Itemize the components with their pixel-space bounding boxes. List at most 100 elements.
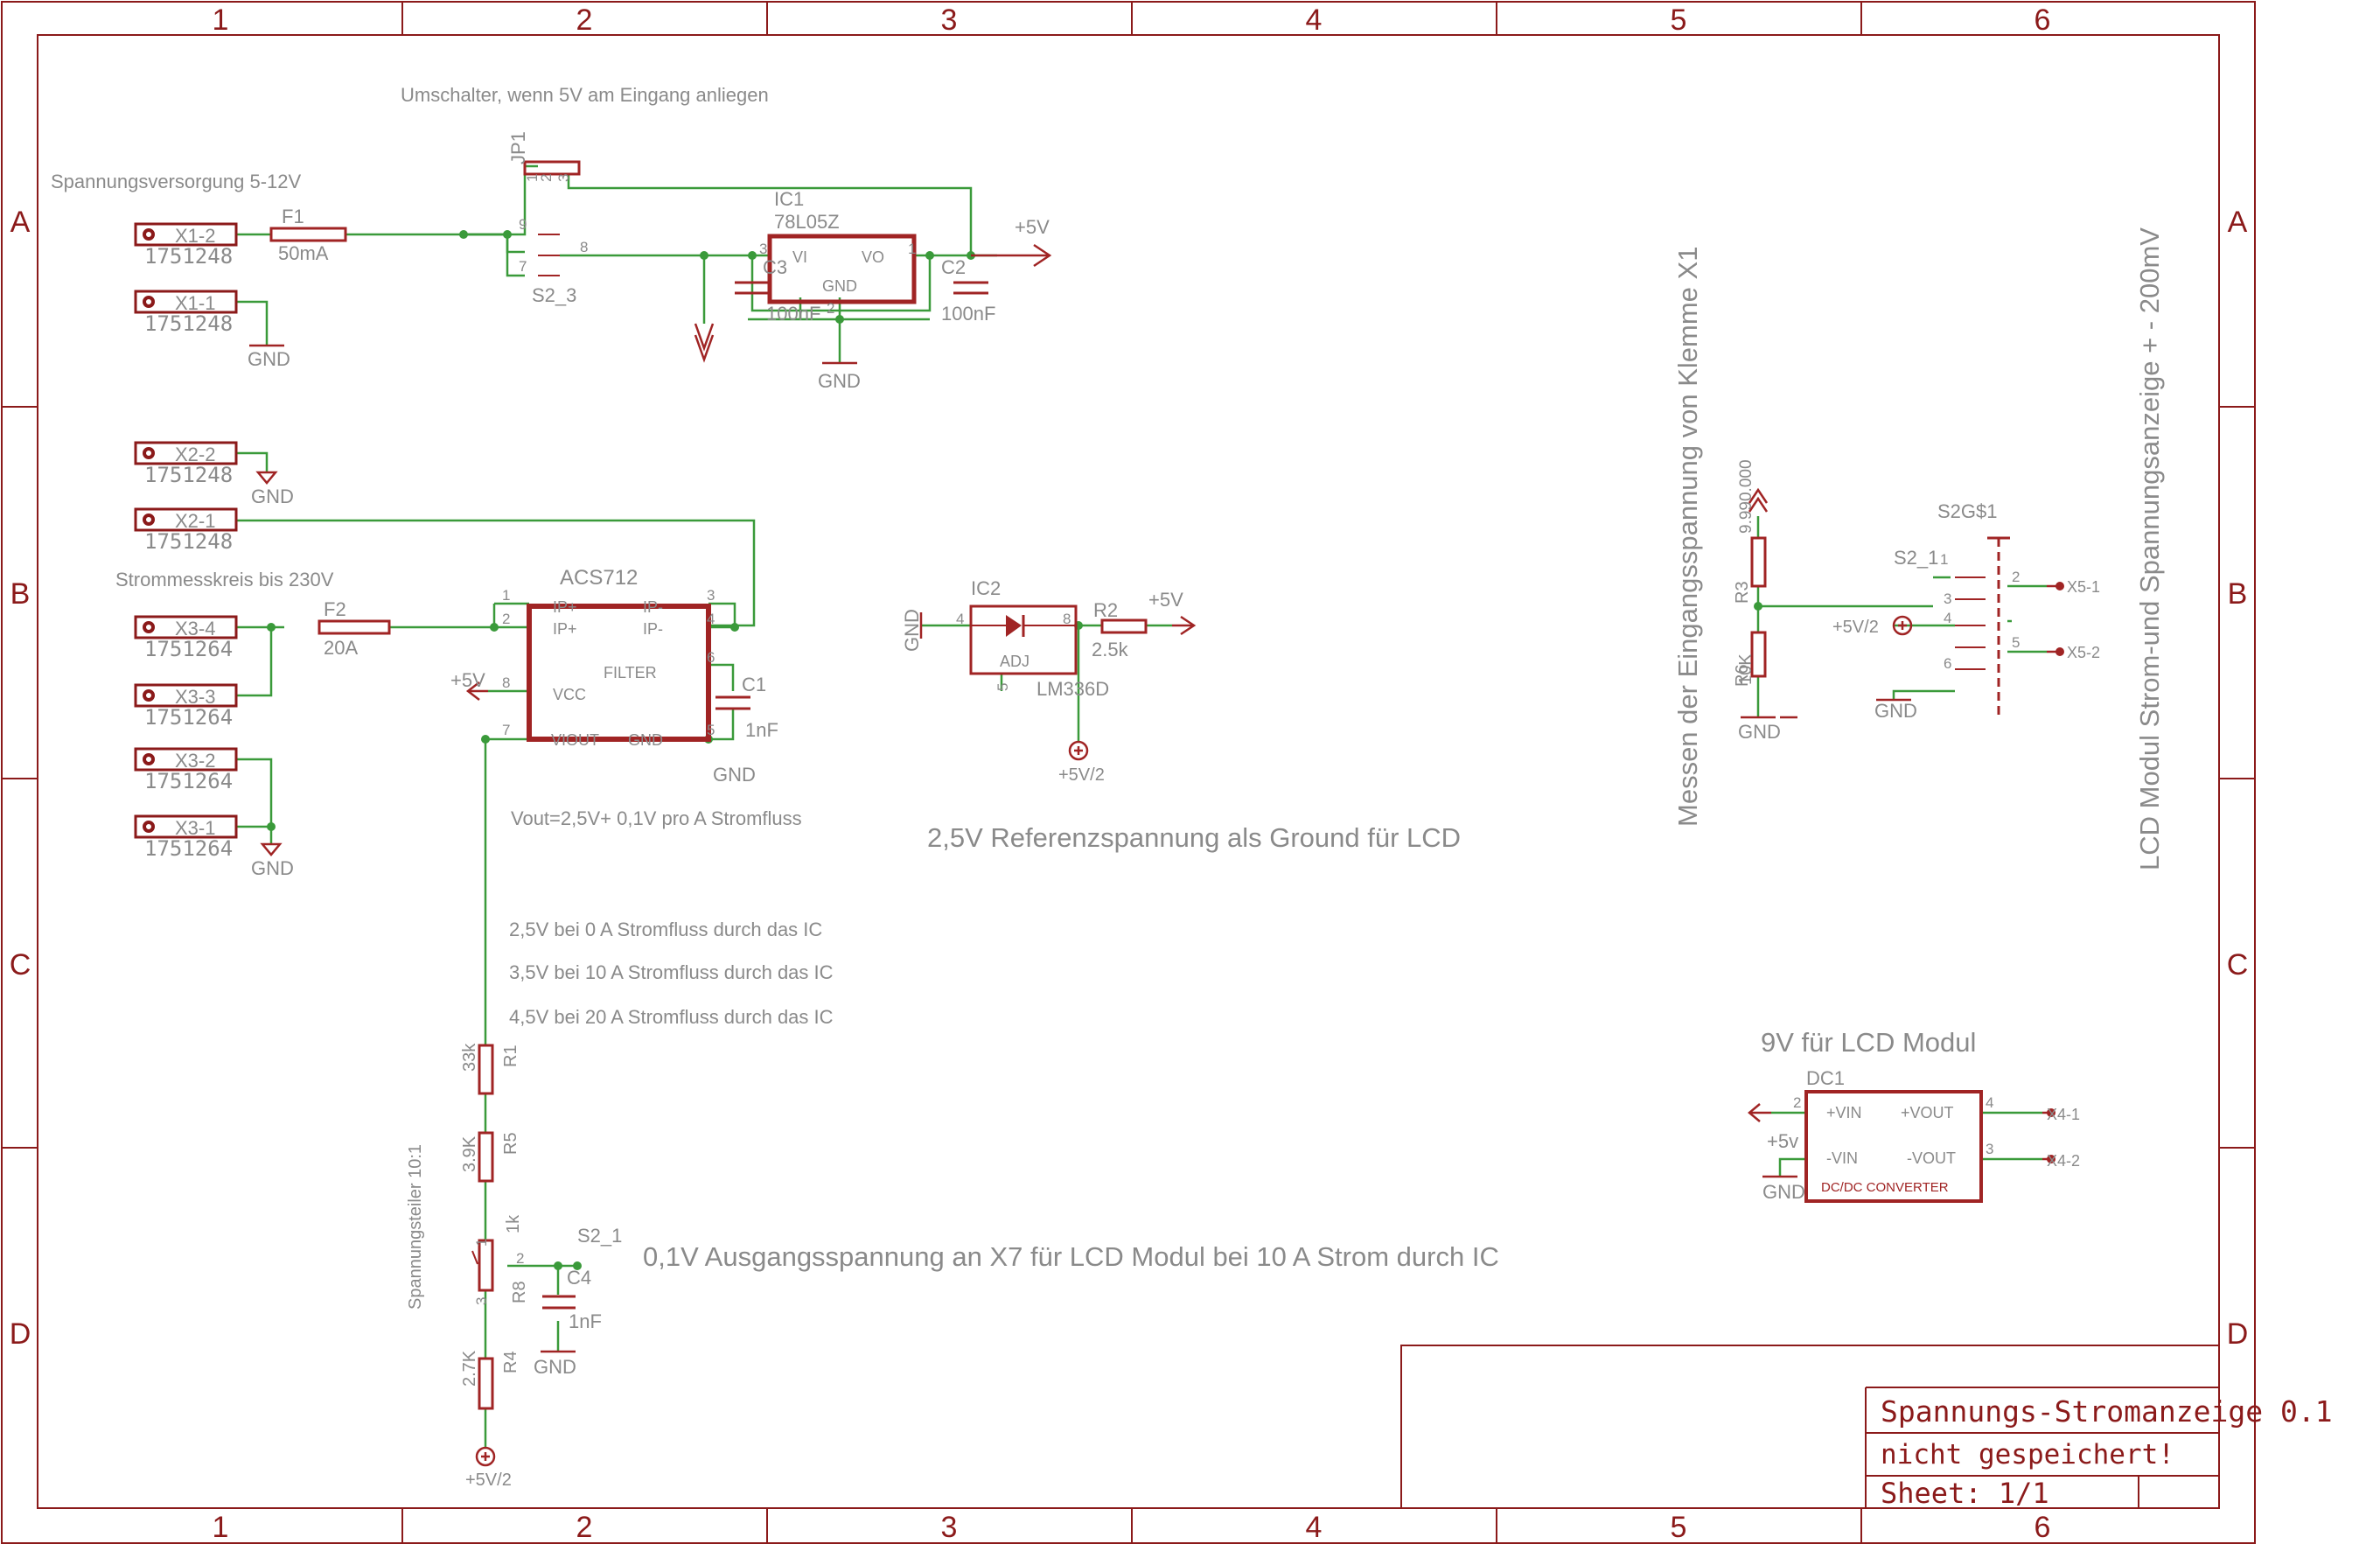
- notes: Umschalter, wenn 5V am Eingang anliegen …: [51, 84, 2165, 1310]
- col-label: 2: [576, 1511, 593, 1544]
- acs-pinnum: 8: [502, 674, 510, 691]
- r4-value: 2.7K: [460, 1350, 479, 1387]
- ic2-type: LM336D: [1036, 678, 1109, 700]
- connector-part: 1751248: [144, 311, 233, 336]
- row-label: B: [10, 577, 31, 611]
- col-label: 5: [1671, 1511, 1687, 1544]
- dc1-vout-m: -VOUT: [1907, 1149, 1956, 1167]
- switch-contacts: [471, 234, 1986, 1265]
- ic1-pin: 3: [759, 241, 767, 257]
- ic1-name: IC1: [774, 188, 804, 210]
- acs-pin: IP-: [643, 620, 663, 638]
- c1-name: C1: [742, 674, 766, 695]
- dc1-vin-p: +VIN: [1826, 1104, 1862, 1121]
- reference-note: 2,5V Referenzspannung als Ground für LCD: [927, 822, 1461, 853]
- gnd-label: GND: [248, 348, 290, 370]
- acs-pin: IP+: [553, 598, 577, 616]
- gnd-label: GND: [1738, 721, 1781, 743]
- frame-labels: 1 2 3 4 5 6 1 2 3 4 5 6 A B C D A B C D: [10, 3, 2249, 1544]
- c2-value: 100nF: [941, 303, 995, 325]
- s2-1-label: S2_1: [577, 1225, 622, 1247]
- v20a-note: 4,5V bei 20 A Stromfluss durch das IC: [509, 1006, 834, 1028]
- gnd-label: GND: [251, 857, 294, 879]
- gnd-label: GND: [1874, 700, 1917, 722]
- divider-note: Spannungsteiler 10:1: [406, 1144, 425, 1310]
- f1-value: 50mA: [278, 242, 329, 264]
- connector-part: 1751264: [144, 637, 233, 661]
- r8-pin: 3: [473, 1297, 490, 1305]
- acs-pin: IP+: [553, 620, 577, 638]
- s2-pin: 5: [2012, 634, 2020, 651]
- acs-pin: IP-: [643, 598, 663, 616]
- measure-note: Strommesskreis bis 230V: [115, 569, 334, 590]
- col-label: 1: [213, 3, 229, 37]
- acs-vcc: VCC: [553, 686, 586, 703]
- ic1-gnd: GND: [822, 277, 857, 295]
- s2-3-pin: 9: [519, 216, 527, 233]
- lcd-module-note: LCD Modul Strom-und Spannungsanzeige + -…: [2134, 227, 2165, 870]
- acs-viout: VIOUT: [551, 731, 599, 749]
- row-label: D: [10, 1317, 31, 1351]
- connector-name: X1-1: [175, 292, 215, 314]
- col-label: 6: [2035, 1511, 2051, 1544]
- status-text: nicht gespeichert!: [1881, 1439, 2174, 1471]
- f1-name: F1: [282, 206, 304, 227]
- acs-pinnum: 3: [707, 587, 715, 604]
- p5v-label: +5V: [1015, 216, 1050, 238]
- connector-part: 1751248: [144, 463, 233, 487]
- lcd-9v-note: 9V für LCD Modul: [1761, 1027, 1976, 1058]
- p5v-label: +5v: [1767, 1130, 1798, 1152]
- diode: [971, 615, 1076, 637]
- x4-1-label: X4-1: [2047, 1106, 2080, 1123]
- s2-sub: S2_1: [1894, 547, 1938, 569]
- dc1-type: DC/DC CONVERTER: [1821, 1180, 1949, 1195]
- output-pins: [2047, 582, 2064, 1163]
- component-bodies: [269, 160, 2010, 1410]
- row-label: C: [2227, 948, 2249, 982]
- f2-name: F2: [324, 598, 346, 620]
- acs-pinnum: 6: [707, 649, 715, 666]
- half-label: +5V/2: [1058, 765, 1105, 785]
- col-label: 3: [941, 1511, 958, 1544]
- row-label: A: [10, 206, 31, 239]
- connector-name: X1-2: [175, 225, 215, 247]
- f2-value: 20A: [324, 637, 358, 659]
- input-measure-note: Messen der Eingangsspannung von Klemme X…: [1672, 247, 1703, 827]
- output-note: 0,1V Ausgangsspannung an X7 für LCD Modu…: [643, 1241, 1499, 1272]
- dc1-vin-m: -VIN: [1826, 1149, 1858, 1167]
- vout-note: Vout=2,5V+ 0,1V pro A Stromfluss: [511, 807, 802, 829]
- dc1-pin: 4: [1986, 1094, 1993, 1111]
- ic1-vi: VI: [792, 248, 807, 266]
- r8-pin: 1: [473, 1239, 490, 1247]
- acs-filter: FILTER: [604, 664, 657, 681]
- connector-part: 1751248: [144, 529, 233, 554]
- net-symbols: [249, 243, 2060, 1467]
- connector-part: 1751264: [144, 705, 233, 730]
- dc1-vout-p: +VOUT: [1901, 1104, 1954, 1121]
- title-block: Spannungs-Stromanzeige 0.1 nicht gespeic…: [1400, 1345, 2333, 1510]
- acs-pinnum: 5: [707, 722, 715, 738]
- switch-note: Umschalter, wenn 5V am Eingang anliegen: [401, 84, 769, 106]
- r3-value: 9.990.000: [1737, 459, 1755, 534]
- gnd-label: GND: [251, 486, 294, 507]
- p5v-label: +5V: [1148, 589, 1183, 611]
- dc1-pin: 2: [1793, 1094, 1801, 1111]
- dc1-name: DC1: [1806, 1067, 1845, 1089]
- jp1-label: JP1: [507, 131, 529, 164]
- half-label: +5V/2: [465, 1471, 512, 1490]
- r8-pin: 2: [516, 1250, 524, 1267]
- s2-name: S2G$1: [1937, 500, 1998, 522]
- jp1-pin: 1: [524, 174, 541, 182]
- jp1-pin: 3: [555, 174, 572, 182]
- c1-value: 1nF: [745, 719, 778, 741]
- acs-gnd: GND: [628, 731, 663, 749]
- r6-value: 10K: [1736, 653, 1755, 685]
- row-label: D: [2227, 1317, 2249, 1351]
- ic2-pin: 5: [995, 683, 1011, 691]
- r8-value: 1k: [504, 1214, 523, 1233]
- r1-name: R1: [501, 1044, 520, 1067]
- ic1-pin: 1: [908, 241, 916, 257]
- acs-pinnum: 4: [707, 611, 715, 627]
- connector-name: X3-1: [175, 817, 215, 839]
- c3-value: 100nF: [766, 303, 820, 325]
